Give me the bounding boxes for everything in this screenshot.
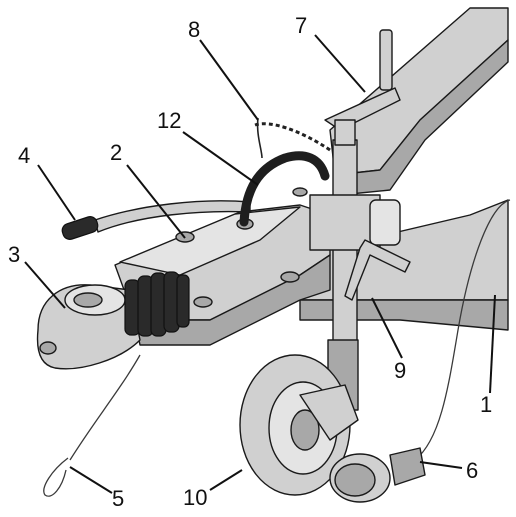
callout-10: 10 — [183, 485, 207, 510]
callout-6: 6 — [466, 458, 478, 483]
clamp-lever — [344, 239, 411, 301]
callout-1: 1 — [480, 392, 492, 417]
safety-chain — [254, 117, 331, 159]
carry-handle — [239, 151, 330, 227]
callout-9: 9 — [394, 358, 406, 383]
callout-labels: 1 2 3 4 5 6 7 8 9 10 12 — [8, 13, 492, 511]
jockey-wheel — [239, 354, 359, 496]
callout-12: 12 — [157, 108, 181, 133]
coupling-bellows — [124, 271, 190, 337]
jockey-crank-handle — [324, 29, 401, 146]
callout-2: 2 — [110, 140, 122, 165]
callout-4: 4 — [18, 143, 30, 168]
callout-5: 5 — [112, 486, 124, 511]
electrical-cable — [414, 199, 511, 461]
breakaway-cable — [43, 354, 141, 497]
callout-3: 3 — [8, 242, 20, 267]
electrical-plug — [329, 447, 426, 503]
leader-lines — [24, 34, 496, 494]
handbrake-lever — [61, 200, 251, 240]
callout-7: 7 — [295, 13, 307, 38]
callout-8: 8 — [188, 17, 200, 42]
